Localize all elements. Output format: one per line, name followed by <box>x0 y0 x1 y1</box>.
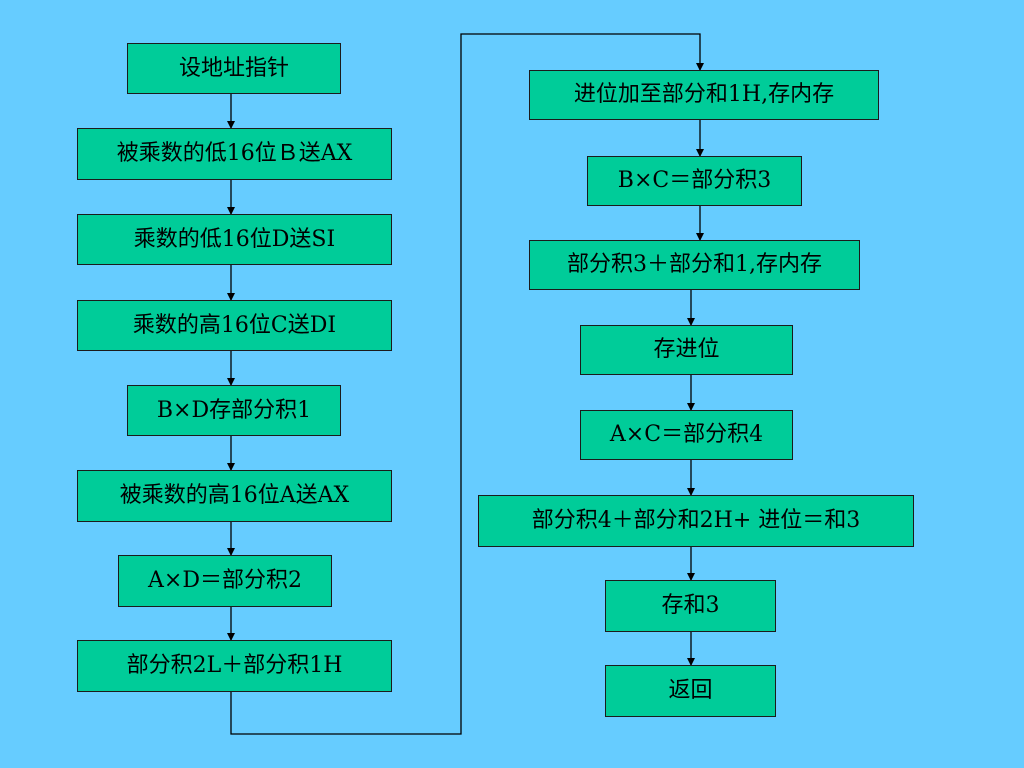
node-store-carry: 存进位 <box>580 325 793 375</box>
node-add-partial-2l-1h: 部分积2L＋部分积1H <box>77 640 392 692</box>
node-multiplicand-low-to-ax: 被乘数的低16位Ｂ送AX <box>77 128 392 180</box>
node-bxd-partial-product-1: B×D存部分积1 <box>127 385 341 436</box>
node-carry-to-partial-sum-1h: 进位加至部分和1H,存内存 <box>529 70 879 120</box>
node-multiplicand-high-to-ax: 被乘数的高16位A送AX <box>77 470 392 522</box>
node-multiplier-low-to-si: 乘数的低16位D送SI <box>77 214 392 265</box>
node-add-partial-3-sum-1: 部分积3＋部分和1,存内存 <box>529 240 860 290</box>
node-axc-partial-product-4: A×C＝部分积4 <box>580 410 793 460</box>
node-store-sum-3: 存和3 <box>605 580 776 632</box>
node-axd-partial-product-2: A×D＝部分积2 <box>118 555 332 607</box>
node-sum-3: 部分积4＋部分和2H+ 进位＝和3 <box>478 495 914 547</box>
node-bxc-partial-product-3: B×C＝部分积3 <box>587 156 802 206</box>
node-set-address-pointer: 设地址指针 <box>127 43 341 94</box>
node-multiplier-high-to-di: 乘数的高16位C送DI <box>77 300 392 351</box>
node-return: 返回 <box>605 665 776 717</box>
connector-l8-r1 <box>230 33 704 735</box>
